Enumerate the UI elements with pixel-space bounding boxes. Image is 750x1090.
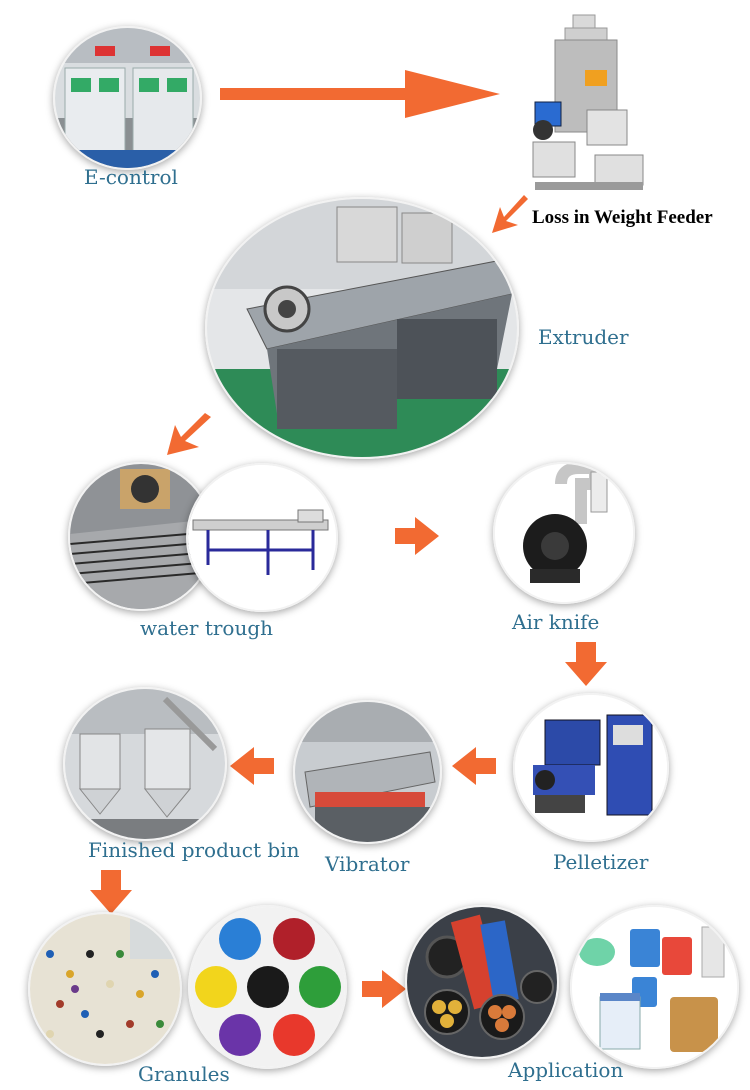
water-trough-photo-2 (186, 463, 338, 612)
feeder-label: Loss in Weight Feeder (532, 207, 713, 228)
vibrator-photo (293, 700, 442, 844)
pelletizer-label: Pelletizer (553, 850, 649, 874)
application-photo-2 (570, 905, 739, 1069)
air-knife-photo (493, 462, 635, 604)
extruder-photo (205, 197, 519, 459)
feeder-photo (525, 10, 650, 195)
pelletizer-photo (513, 693, 669, 842)
granules-photo-2 (188, 905, 347, 1069)
econtrol-label: E-control (84, 165, 178, 189)
arrow-down-left-icon (165, 413, 215, 457)
arrow-down-icon (563, 640, 609, 688)
application-label: Application (508, 1058, 624, 1082)
arrow-left-icon (228, 745, 276, 787)
arrow-left-icon (450, 745, 498, 787)
arrow-right-icon (393, 515, 441, 557)
water-trough-label: water trough (140, 616, 274, 640)
product-bin-photo (63, 687, 227, 841)
water-trough-photo-1 (68, 462, 214, 611)
econtrol-photo (53, 26, 202, 170)
extruder-label: Extruder (538, 325, 629, 349)
granules-photo-1 (28, 912, 182, 1066)
arrow-down-icon (88, 868, 134, 916)
air-knife-label: Air knife (512, 610, 600, 634)
arrow-down-left-icon (490, 195, 532, 235)
arrow-right-icon (360, 968, 408, 1010)
vibrator-label: Vibrator (325, 852, 410, 876)
product-bin-label: Finished product bin (88, 838, 300, 862)
arrow-right-icon (215, 68, 505, 120)
granules-label: Granules (138, 1062, 230, 1086)
application-photo-1 (405, 905, 559, 1059)
